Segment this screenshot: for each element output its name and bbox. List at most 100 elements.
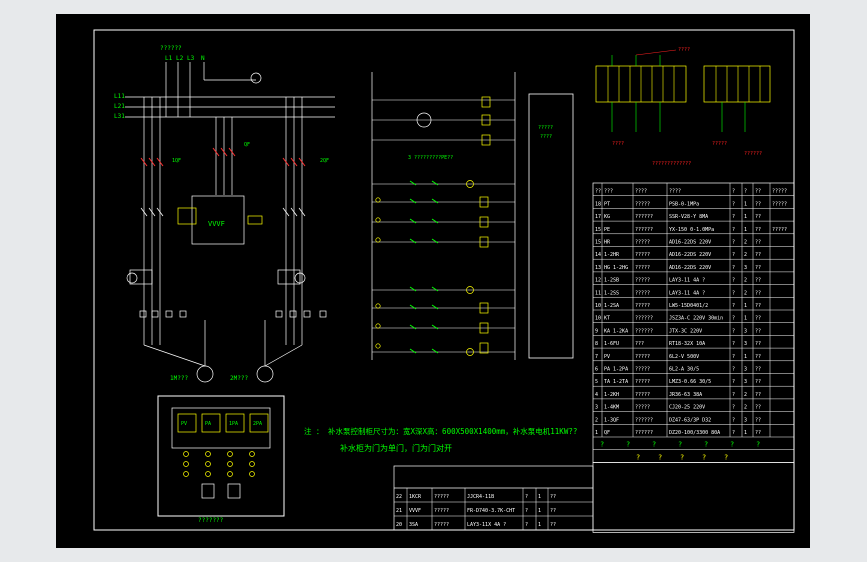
table-cell: YX-150 0-1.0MPa	[669, 227, 714, 233]
voltmeter	[250, 72, 262, 84]
table-cell: 2	[744, 405, 747, 411]
motor-label-2: 2M???	[230, 375, 248, 382]
table-cell: 3	[744, 265, 747, 271]
table-cell: ?	[732, 405, 735, 411]
table-cell: FR-D740-3.7K-CHT	[467, 508, 515, 514]
leader-line	[635, 49, 677, 56]
contactor-contact	[148, 207, 156, 217]
table-cell: ?????	[635, 354, 650, 360]
table-cell: 1-2HR	[604, 252, 620, 258]
table-cell: 1	[538, 494, 541, 500]
table-cell: 1	[744, 214, 747, 220]
vvvf-label: VVVF	[208, 220, 225, 228]
note-line-1: 注 ： 补水泵控制柜尺寸为：宽X深X高：600X500X1400mm，补水泵电机…	[304, 426, 577, 436]
table-cell: 3	[744, 328, 747, 334]
terminal-label-bottom: ?????????????	[652, 161, 691, 167]
title-table-frame	[393, 465, 594, 531]
table-cell: ??	[755, 328, 761, 334]
panel-switch	[201, 483, 215, 499]
breaker-contact	[156, 157, 164, 167]
table-cell: 2	[744, 252, 747, 258]
table-cell: 1	[744, 201, 747, 207]
drawing-sheet	[56, 14, 810, 548]
breaker-contact	[212, 147, 220, 157]
bus-label-l31: L31	[114, 113, 125, 120]
table-cell: 11	[595, 290, 601, 296]
table-header-cell: ???	[604, 189, 613, 195]
table-cell: ??	[755, 265, 761, 271]
table-cell: 6	[595, 367, 598, 373]
contact	[409, 238, 417, 244]
table-cell: ??	[755, 278, 761, 284]
panel-indicator	[249, 451, 255, 457]
terminal-block	[303, 310, 311, 318]
table-cell: 14	[595, 252, 601, 258]
table-cell: ?	[732, 252, 735, 258]
table-cell: 3	[595, 405, 598, 411]
table-cell: ??	[550, 494, 556, 500]
terminal-label-left: ????	[612, 141, 624, 147]
table-cell: 1	[538, 508, 541, 514]
coil	[479, 322, 489, 334]
table-cell: ??????	[635, 227, 653, 233]
panel-indicator	[249, 461, 255, 467]
control-label-2: ????	[540, 134, 552, 140]
control-circuit: 3 ?????????PE?? ????? ????	[371, 72, 574, 360]
table-cell: ??	[550, 522, 556, 528]
table-header-cell: ?	[744, 189, 747, 195]
table-cell: ?	[732, 392, 735, 398]
table-cell: PE	[604, 227, 610, 233]
table-cell: ??????	[635, 417, 653, 423]
motor-label-1: 1M???	[170, 375, 188, 382]
terminal-block	[165, 310, 173, 318]
table-cell: 2	[744, 278, 747, 284]
control-wiring	[371, 72, 516, 360]
table-header-cell: ?????	[772, 189, 787, 195]
table-cell: 4	[595, 392, 598, 398]
table-cell: 1-2SA	[604, 303, 619, 309]
table-cell: 21	[396, 508, 402, 514]
contactor-contact	[282, 207, 290, 217]
contactor-contact	[298, 207, 306, 217]
panel-switch	[227, 483, 241, 499]
table-cell: ??????	[635, 214, 653, 220]
table-cell: ?	[732, 201, 735, 207]
table-cell: 12	[595, 278, 601, 284]
ammeter-2	[294, 272, 306, 284]
table-cell: ??????	[635, 430, 653, 436]
table-cell: ?????	[635, 278, 650, 284]
table-cell: LMZ3-0.66 30/5	[669, 379, 711, 385]
terminal-strip-right	[703, 65, 771, 103]
table-cell: 3	[744, 341, 747, 347]
panel-outline	[157, 395, 285, 517]
table-cell: ??	[755, 303, 761, 309]
table-cell: ??	[755, 214, 761, 220]
table-cell: JTX-3C 220V	[669, 328, 702, 334]
panel-indicator	[227, 461, 233, 467]
table-cell: ?????	[772, 227, 787, 233]
table-cell: 3SA	[409, 522, 418, 528]
selector	[375, 303, 381, 309]
breaker-label-1qf: 1QF	[172, 158, 181, 164]
table-cell: ??	[755, 316, 761, 322]
breaker-contact	[220, 147, 228, 157]
table-cell: ?	[732, 265, 735, 271]
table-cell: AD16-22DS 220V	[669, 252, 711, 258]
table-cell: 9	[595, 328, 598, 334]
table-cell: LAY3-11 4A ?	[669, 290, 705, 296]
contact	[431, 238, 439, 244]
power-top-label: ??????	[160, 45, 182, 52]
table-footer-cell: ?	[704, 441, 708, 449]
table-cell: 2	[744, 392, 747, 398]
coil	[479, 216, 489, 228]
coil	[481, 96, 491, 108]
contact	[409, 180, 417, 186]
table-cell: DZ47-63/3P D32	[669, 417, 711, 423]
table-cell: 7	[595, 354, 598, 360]
panel-meter	[201, 413, 221, 433]
table-footer-cell: ?	[600, 441, 604, 449]
